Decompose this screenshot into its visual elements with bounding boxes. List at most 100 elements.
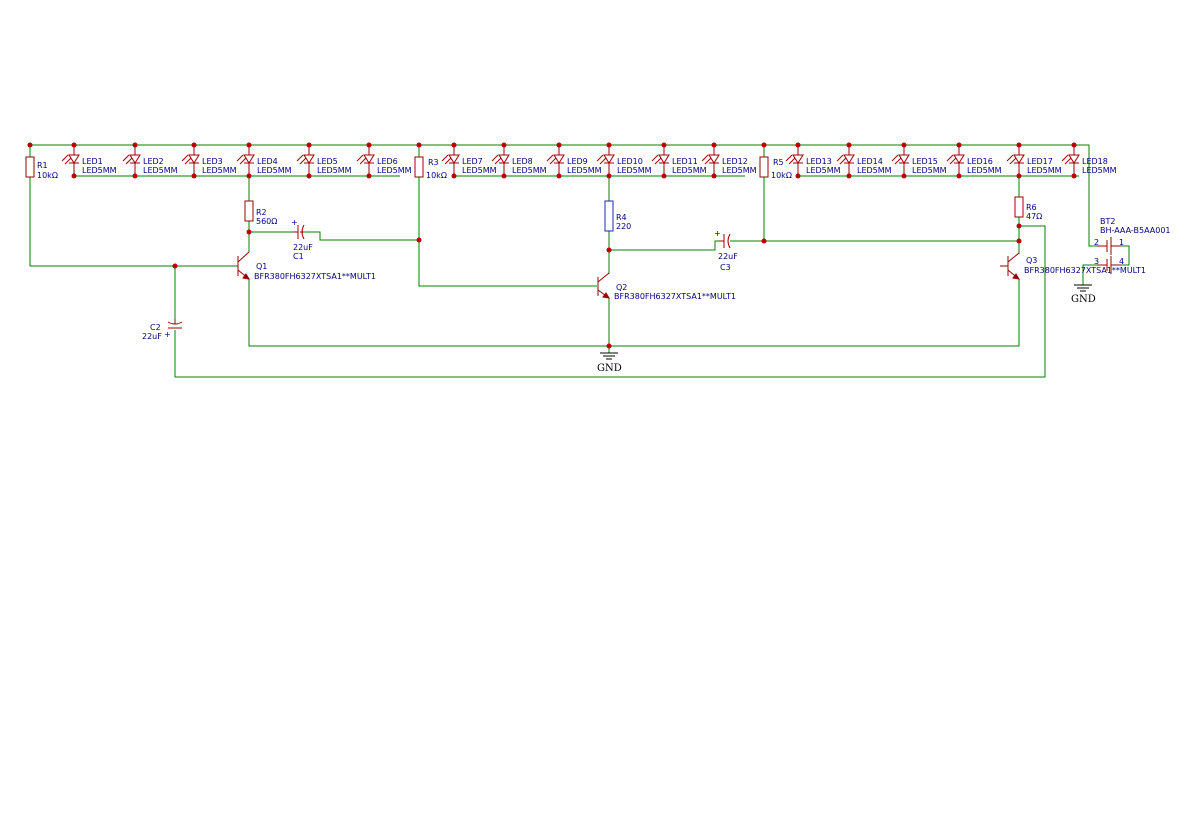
led-ref: LED16 [967, 157, 993, 166]
resistor-r3: R3 10kΩ [414, 156, 447, 180]
led-12: LED12 LED5MM [701, 145, 757, 176]
r4-value: 220 [616, 222, 631, 231]
led-ref: LED5 [317, 157, 338, 166]
led-9: LED9 LED5MM [546, 145, 602, 176]
gnd-label: GND [597, 363, 622, 374]
c3-ref: C3 [720, 263, 731, 272]
led-value: LED5MM [462, 166, 497, 175]
led-10: LED10 LED5MM [596, 145, 652, 176]
led-value: LED5MM [202, 166, 237, 175]
q2-ref: Q2 [616, 283, 627, 292]
r2-ref: R2 [256, 208, 267, 217]
r5-value: 10kΩ [771, 171, 792, 180]
r1-ref: R1 [37, 161, 48, 170]
r1-value: 10kΩ [37, 171, 58, 180]
led-value: LED5MM [672, 166, 707, 175]
led-value: LED5MM [512, 166, 547, 175]
transistor-q2: Q2 BFR380FH6327XTSA1**MULT1 [597, 272, 736, 301]
led-ref: LED1 [82, 157, 103, 166]
capacitor-c3: + 22uF C3 [714, 229, 738, 272]
junction-dots [27, 142, 1077, 349]
led-14: LED14 LED5MM [836, 145, 892, 176]
c1-ref: C1 [293, 252, 304, 261]
c2-value: 22uF [142, 332, 162, 341]
bt2-ref: BT2 [1100, 217, 1115, 226]
led-value: LED5MM [567, 166, 602, 175]
led-5: LED5 LED5MM [296, 145, 352, 176]
led-8: LED8 LED5MM [491, 145, 547, 176]
wires [29, 144, 1130, 378]
led-ref: LED14 [857, 157, 883, 166]
transistor-q3: Q3 BFR380FH6327XTSA1**MULT1 [1000, 252, 1146, 280]
led-ref: LED9 [567, 157, 588, 166]
r2-value: 560Ω [256, 217, 277, 226]
led-ref: LED6 [377, 157, 398, 166]
led-value: LED5MM [257, 166, 292, 175]
resistor-r5: R5 10kΩ [759, 156, 792, 180]
svg-text:+: + [714, 229, 721, 238]
led-ref: LED17 [1027, 157, 1053, 166]
led-value: LED5MM [143, 166, 178, 175]
c1-value: 22uF [293, 243, 313, 252]
c3-value: 22uF [718, 252, 738, 261]
led-ref: LED4 [257, 157, 278, 166]
led-15: LED15 LED5MM [891, 145, 947, 176]
bt2-pin-2: 2 [1094, 238, 1099, 247]
led-16: LED16 LED5MM [946, 145, 1002, 176]
led-2: LED2 LED5MM [122, 145, 178, 176]
led-ref: LED15 [912, 157, 938, 166]
led-ref: LED7 [462, 157, 483, 166]
led-6: LED6 LED5MM [356, 145, 412, 176]
gnd-label-battery: GND [1071, 294, 1096, 305]
svg-text:+: + [164, 330, 171, 339]
q2-value: BFR380FH6327XTSA1**MULT1 [614, 292, 736, 301]
battery-bt2: BT2 BH-AAA-B5AA001 1 2 3 4 [1094, 217, 1171, 274]
q3-value: BFR380FH6327XTSA1**MULT1 [1024, 266, 1146, 275]
r5-ref: R5 [773, 158, 784, 167]
led-18: LED18 LED5MM [1061, 145, 1117, 176]
c2-ref: C2 [150, 323, 161, 332]
q1-value: BFR380FH6327XTSA1**MULT1 [254, 272, 376, 281]
led-ref: LED3 [202, 157, 223, 166]
ground-symbol-main: GND [597, 352, 622, 374]
bt2-pin-4: 4 [1119, 257, 1124, 266]
led-value: LED5MM [1082, 166, 1117, 175]
svg-text:+: + [291, 218, 298, 227]
transistor-q1: Q1 BFR380FH6327XTSA1**MULT1 [237, 251, 376, 281]
led-13: LED13 LED5MM [785, 145, 841, 176]
capacitor-c1: + 22uF C1 [291, 218, 313, 261]
resistor-r2: R2 560Ω [244, 200, 277, 226]
r4-ref: R4 [616, 213, 627, 222]
led-value: LED5MM [82, 166, 117, 175]
r3-value: 10kΩ [426, 171, 447, 180]
led-11: LED11 LED5MM [651, 145, 707, 176]
led-ref: LED18 [1082, 157, 1108, 166]
led-ref: LED13 [806, 157, 832, 166]
capacitor-c2: + C2 22uF [142, 319, 183, 341]
led-value: LED5MM [857, 166, 892, 175]
led-value: LED5MM [317, 166, 352, 175]
resistor-r6: R6 47Ω [1014, 196, 1042, 221]
led-4: LED4 LED5MM [236, 145, 292, 176]
led-value: LED5MM [806, 166, 841, 175]
led-value: LED5MM [617, 166, 652, 175]
bt2-pin-3: 3 [1094, 257, 1099, 266]
led-1: LED1 LED5MM [61, 145, 117, 176]
led-ref: LED10 [617, 157, 643, 166]
r3-ref: R3 [428, 158, 439, 167]
resistor-r4: R4 220 [604, 200, 631, 232]
led-ref: LED2 [143, 157, 164, 166]
ground-symbol-battery: GND [1071, 284, 1096, 305]
led-ref: LED11 [672, 157, 698, 166]
led-3: LED3 LED5MM [181, 145, 237, 176]
led-value: LED5MM [377, 166, 412, 175]
led-array: LED1 LED5MM LED2 LED5MM LED3 LED5MM LED4… [61, 145, 1117, 176]
q1-ref: Q1 [256, 262, 267, 271]
led-7: LED7 LED5MM [441, 145, 497, 176]
led-ref: LED12 [722, 157, 748, 166]
r6-ref: R6 [1026, 203, 1037, 212]
r6-value: 47Ω [1026, 212, 1042, 221]
led-value: LED5MM [1027, 166, 1062, 175]
bt2-value: BH-AAA-B5AA001 [1100, 226, 1171, 235]
